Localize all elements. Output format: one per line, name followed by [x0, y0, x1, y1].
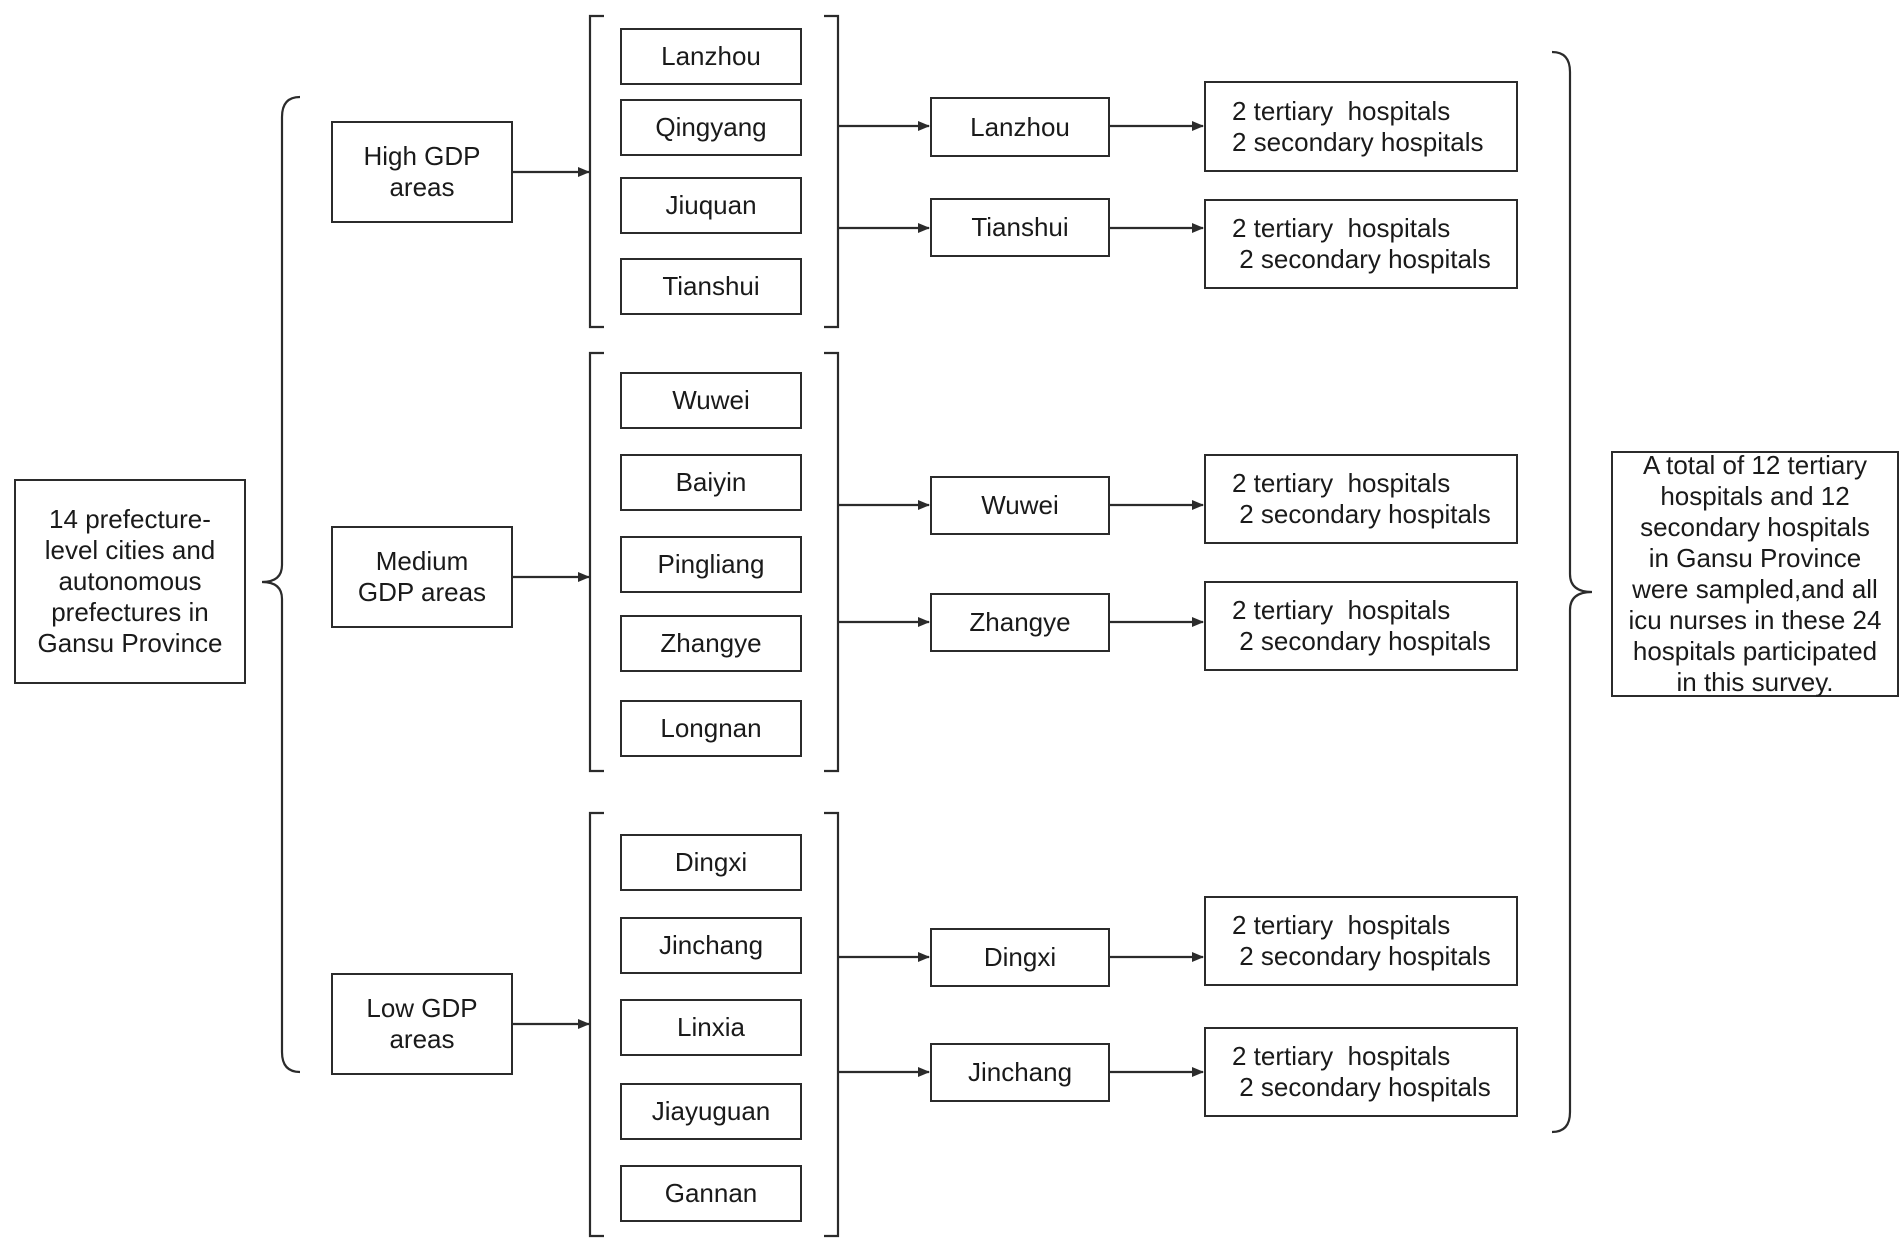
- sampled-city-jinchang-label: Jinchang: [967, 1057, 1073, 1087]
- sampled-city-zhangye-label: Zhangye: [969, 607, 1071, 637]
- city-box-lanzhou: Lanzhou: [620, 27, 802, 85]
- root-box: 14 prefecture- level cities and autonomo…: [14, 479, 246, 684]
- city-box-gannan-label: Gannan: [664, 1177, 758, 1208]
- city-box-qingyang: Qingyang: [620, 98, 802, 156]
- hospitals-box-zhangye: 2 tertiary hospitals 2 secondary hospita…: [1204, 581, 1518, 671]
- right-bracket-1: [824, 14, 840, 329]
- hospitals-box-wuwei: 2 tertiary hospitals 2 secondary hospita…: [1204, 454, 1518, 544]
- hospitals-box-dingxi-label: 2 tertiary hospitals 2 secondary hospita…: [1232, 910, 1491, 971]
- hospitals-box-lanzhou: 2 tertiary hospitals 2 secondary hospita…: [1204, 81, 1518, 172]
- city-box-wuwei: Wuwei: [620, 371, 802, 429]
- gdp-group-3: Low GDP areas: [331, 973, 513, 1075]
- left-curly-brace: [261, 95, 301, 1074]
- city-box-tianshui-label: Tianshui: [662, 270, 760, 301]
- sampled-city-dingxi: Dingxi: [930, 928, 1110, 987]
- city-box-tianshui: Tianshui: [620, 257, 802, 315]
- city-box-pingliang: Pingliang: [620, 535, 802, 593]
- gdp-group-1-label: High GDP areas: [363, 141, 481, 202]
- sampled-city-jinchang: Jinchang: [930, 1043, 1110, 1102]
- city-box-baiyin-label: Baiyin: [675, 466, 747, 497]
- city-box-jiuquan: Jiuquan: [620, 176, 802, 234]
- city-box-zhangye-label: Zhangye: [660, 627, 762, 658]
- sampled-city-tianshui-label: Tianshui: [971, 212, 1069, 242]
- sampled-city-lanzhou-label: Lanzhou: [970, 111, 1070, 142]
- city-box-jiuquan-label: Jiuquan: [665, 189, 757, 220]
- root-label: 14 prefecture- level cities and autonomo…: [37, 504, 223, 658]
- city-box-wuwei-label: Wuwei: [672, 384, 750, 415]
- right-bracket-3: [824, 811, 840, 1238]
- hospitals-box-lanzhou-label: 2 tertiary hospitals 2 secondary hospita…: [1232, 95, 1484, 157]
- sampled-city-wuwei: Wuwei: [930, 476, 1110, 535]
- right-bracket-2: [824, 351, 840, 773]
- left-bracket-1: [588, 14, 604, 329]
- hospitals-box-zhangye-label: 2 tertiary hospitals 2 secondary hospita…: [1232, 595, 1491, 656]
- city-box-jiayuguan: Jiayuguan: [620, 1082, 802, 1140]
- hospitals-box-jinchang-label: 2 tertiary hospitals 2 secondary hospita…: [1232, 1041, 1491, 1102]
- city-box-qingyang-label: Qingyang: [655, 111, 767, 142]
- hospitals-box-dingxi: 2 tertiary hospitals 2 secondary hospita…: [1204, 896, 1518, 986]
- city-box-jinchang: Jinchang: [620, 916, 802, 974]
- city-box-gannan: Gannan: [620, 1164, 802, 1222]
- left-bracket-3: [588, 811, 604, 1238]
- right-curly-brace: [1551, 50, 1593, 1134]
- city-box-longnan-label: Longnan: [660, 712, 762, 743]
- city-box-longnan: Longnan: [620, 699, 802, 757]
- left-bracket-2: [588, 351, 604, 773]
- hospitals-box-tianshui-label: 2 tertiary hospitals 2 secondary hospita…: [1232, 213, 1491, 274]
- summary-text: A total of 12 tertiary hospitals and 12 …: [1628, 450, 1882, 697]
- sampled-city-lanzhou: Lanzhou: [930, 97, 1110, 157]
- city-box-pingliang-label: Pingliang: [657, 548, 765, 579]
- city-box-jiayuguan-label: Jiayuguan: [651, 1095, 771, 1126]
- city-box-linxia-label: Linxia: [677, 1011, 745, 1042]
- hospitals-box-tianshui: 2 tertiary hospitals 2 secondary hospita…: [1204, 199, 1518, 289]
- gdp-group-2-label: Medium GDP areas: [357, 546, 487, 607]
- city-box-lanzhou-label: Lanzhou: [661, 40, 761, 71]
- sampled-city-zhangye: Zhangye: [930, 593, 1110, 652]
- city-box-dingxi-label: Dingxi: [674, 846, 748, 877]
- gdp-group-1: High GDP areas: [331, 121, 513, 223]
- sampled-city-dingxi-label: Dingxi: [983, 942, 1057, 972]
- hospitals-box-wuwei-label: 2 tertiary hospitals 2 secondary hospita…: [1232, 468, 1491, 529]
- gdp-group-2: Medium GDP areas: [331, 526, 513, 628]
- sampled-city-wuwei-label: Wuwei: [981, 490, 1059, 520]
- city-box-baiyin: Baiyin: [620, 453, 802, 511]
- city-box-jinchang-label: Jinchang: [658, 929, 764, 960]
- city-box-linxia: Linxia: [620, 998, 802, 1056]
- gdp-group-3-label: Low GDP areas: [366, 993, 478, 1054]
- summary-box: A total of 12 tertiary hospitals and 12 …: [1611, 450, 1899, 697]
- city-box-dingxi: Dingxi: [620, 833, 802, 891]
- hospitals-box-jinchang: 2 tertiary hospitals 2 secondary hospita…: [1204, 1027, 1518, 1117]
- sampled-city-tianshui: Tianshui: [930, 198, 1110, 257]
- city-box-zhangye: Zhangye: [620, 614, 802, 672]
